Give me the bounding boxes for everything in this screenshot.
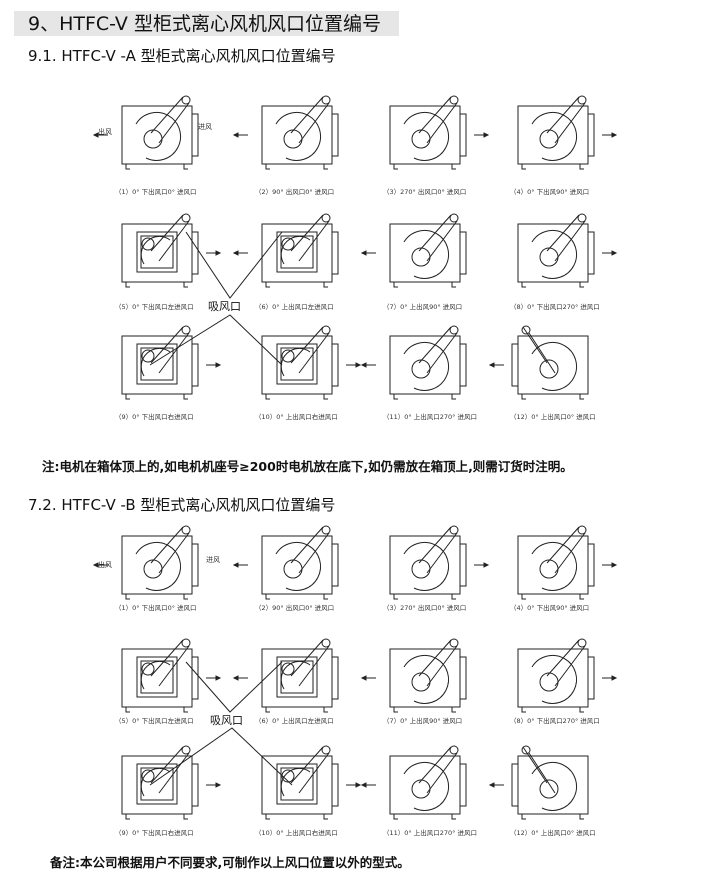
fan-diagram-a-9 [121, 325, 222, 400]
diagram-caption: （6）0° 上出风口左进风口 [255, 303, 334, 311]
diagram-caption: （2）90° 出风口0° 进风口 [255, 188, 335, 196]
diagram-caption: （5）0° 下出风口左进风口 [115, 303, 194, 311]
fan-diagram-a-8 [517, 213, 618, 288]
diagram-caption: （8）0° 下出风口270° 进风口 [510, 717, 600, 725]
fan-diagram-b-8 [517, 638, 618, 713]
fan-diagram-a-11 [360, 325, 467, 400]
diagram-caption: （7）0° 上出风90° 进风口 [383, 717, 463, 725]
fan-diagram-b-2 [232, 525, 339, 600]
diagram-caption: （9）0° 下出风口右进风口 [115, 413, 194, 421]
section-b-note: 备注:本公司根据用户不同要求,可制作以上风口位置以外的型式。 [50, 855, 410, 870]
fan-diagram-a-10 [261, 325, 362, 400]
fan-diagram-a-6 [232, 213, 339, 288]
diagram-caption: （11）0° 上出风口270° 进风口 [383, 829, 477, 837]
fan-diagram-b-4 [517, 525, 618, 600]
fan-diagram-b-12 [488, 745, 589, 820]
fan-diagram-b-1 [92, 525, 199, 600]
fan-diagram-a-5 [121, 213, 222, 288]
fan-diagram-a-1 [92, 95, 199, 170]
section-a-title: 9.1. HTFC-V -A 型柜式离心风机风口位置编号 [28, 47, 336, 65]
fan-diagram-a-3 [389, 95, 490, 170]
section-b-title: 7.2. HTFC-V -B 型柜式离心风机风口位置编号 [28, 496, 336, 514]
diagram-caption: （11）0° 上出风口270° 进风口 [383, 413, 477, 421]
diagram-caption: （8）0° 下出风口270° 进风口 [510, 303, 600, 311]
fan-diagram-b-5 [121, 638, 222, 713]
title-bar [14, 11, 399, 36]
diagram-caption: （7）0° 上出风90° 进风口 [383, 303, 463, 311]
suction-label-a: 吸风口 [208, 300, 241, 313]
fan-diagram-a-12 [488, 325, 589, 400]
fan-diagram-b-9 [121, 745, 222, 820]
fan-diagram-b-7 [360, 638, 467, 713]
fan-diagram-b-3 [389, 525, 490, 600]
diagram-caption: （10）0° 上出风口右进风口 [255, 829, 338, 837]
fan-diagram-b-11 [360, 745, 467, 820]
diagram-caption: （3）270° 出风口0° 进风口 [383, 188, 467, 196]
diagram-caption: （9）0° 下出风口右进风口 [115, 829, 194, 837]
outlet-label-a: 出风 [98, 128, 112, 136]
fan-diagram-a-7 [360, 213, 467, 288]
diagram-caption: （2）90° 出风口0° 进风口 [255, 604, 335, 612]
diagram-caption: （3）270° 出风口0° 进风口 [383, 604, 467, 612]
diagram-caption: （12）0° 上出风口0° 进风口 [510, 413, 596, 421]
section-a-note: 注:电机在箱体顶上的,如电机机座号≥200时电机放在底下,如仍需放在箱顶上,则需… [42, 459, 573, 474]
inlet-label-b: 进风 [206, 556, 220, 564]
diagram-caption: （4）0° 下出风90° 进风口 [510, 604, 590, 612]
diagram-caption: （12）0° 上出风口0° 进风口 [510, 829, 596, 837]
fan-diagram-b-10 [261, 745, 362, 820]
diagram-caption: （1）0° 下出风口0° 进风口 [115, 604, 197, 612]
diagram-caption: （5）0° 下出风口左进风口 [115, 717, 194, 725]
suction-label-b: 吸风口 [210, 714, 243, 727]
page-title: 9、HTFC-V 型柜式离心风机风口位置编号 [28, 13, 381, 35]
inlet-label-a: 进风 [198, 123, 212, 131]
fan-diagram-a-2 [232, 95, 339, 170]
diagram-caption: （1）0° 下出风口0° 进风口 [115, 188, 197, 196]
fan-diagram-a-4 [517, 95, 618, 170]
diagram-caption: （4）0° 下出风90° 进风口 [510, 188, 590, 196]
fan-diagram-b-6 [232, 638, 339, 713]
diagram-caption: （10）0° 上出风口右进风口 [255, 413, 338, 421]
diagram-caption: （6）0° 上出风口左进风口 [255, 717, 334, 725]
